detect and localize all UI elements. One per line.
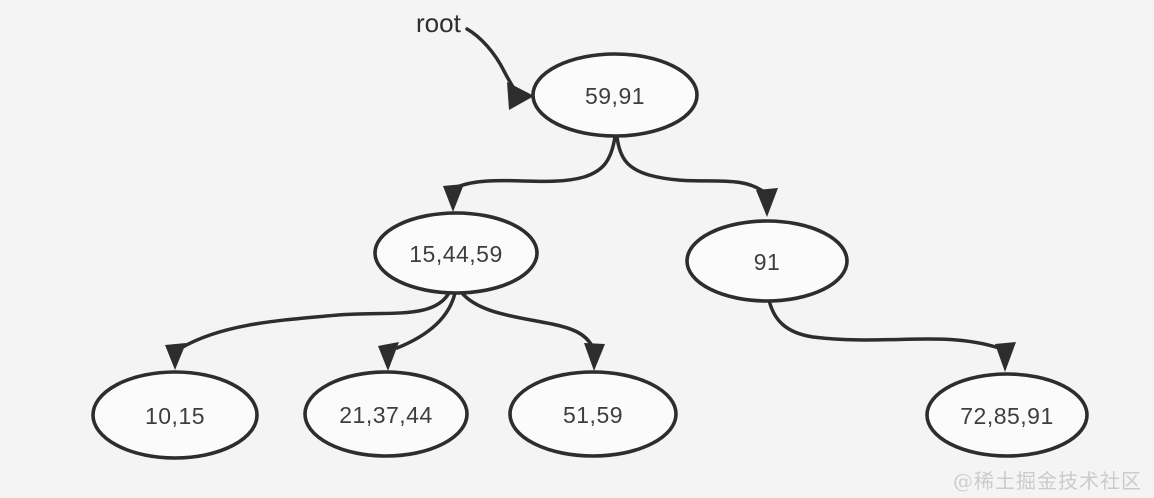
tree-edges xyxy=(165,135,1016,372)
edge-59-91-to-15-44-59 xyxy=(455,135,617,189)
down-arrowhead-icon xyxy=(378,342,399,371)
tree-node-91: 91 xyxy=(685,219,849,303)
tree-nodes: 59,91 15,44,59 91 10,15 21,37,44 51,59 xyxy=(91,52,1089,460)
edge-15-44-59-to-21-37-44 xyxy=(395,291,457,350)
tree-node-label: 51,59 xyxy=(563,402,623,428)
tree-node-label: 91 xyxy=(754,249,781,275)
right-arrowhead-icon xyxy=(507,82,534,110)
tree-node-10-15: 10,15 xyxy=(91,370,259,460)
down-arrowhead-icon xyxy=(756,188,778,217)
tree-node-ellipse xyxy=(303,370,469,458)
edge-15-44-59-to-10-15 xyxy=(179,289,452,350)
tree-node-ellipse xyxy=(531,52,699,138)
tree-node-15-44-59: 15,44,59 xyxy=(373,211,539,295)
tree-node-ellipse xyxy=(91,370,259,460)
down-arrowhead-icon xyxy=(995,342,1016,372)
tree-node-72-85-91: 72,85,91 xyxy=(925,372,1089,458)
root-pointer: root xyxy=(416,8,534,110)
watermark: @稀土掘金技术社区 xyxy=(953,469,1142,493)
tree-node-ellipse xyxy=(373,211,539,295)
edge-59-91-to-91 xyxy=(615,135,766,194)
tree-node-label: 21,37,44 xyxy=(339,402,433,428)
tree-node-label: 15,44,59 xyxy=(409,241,503,267)
down-arrowhead-icon xyxy=(584,343,605,371)
tree-node-ellipse xyxy=(508,370,678,458)
down-arrowhead-icon xyxy=(443,184,464,212)
tree-node-51-59: 51,59 xyxy=(508,370,678,458)
edge-15-44-59-to-51-59 xyxy=(459,290,594,348)
tree-node-ellipse xyxy=(685,219,849,303)
root-pointer-arrow-line xyxy=(465,27,515,89)
tree-node-label: 10,15 xyxy=(145,403,205,429)
down-arrowhead-icon xyxy=(165,343,186,370)
tree-node-21-37-44: 21,37,44 xyxy=(303,370,469,458)
tree-node-59-91: 59,91 xyxy=(531,52,699,138)
edge-91-to-72-85-91 xyxy=(767,298,1001,350)
tree-node-ellipse xyxy=(925,372,1089,458)
tree-node-label: 72,85,91 xyxy=(960,403,1054,429)
root-pointer-label: root xyxy=(416,8,462,38)
tree-node-label: 59,91 xyxy=(585,83,645,109)
